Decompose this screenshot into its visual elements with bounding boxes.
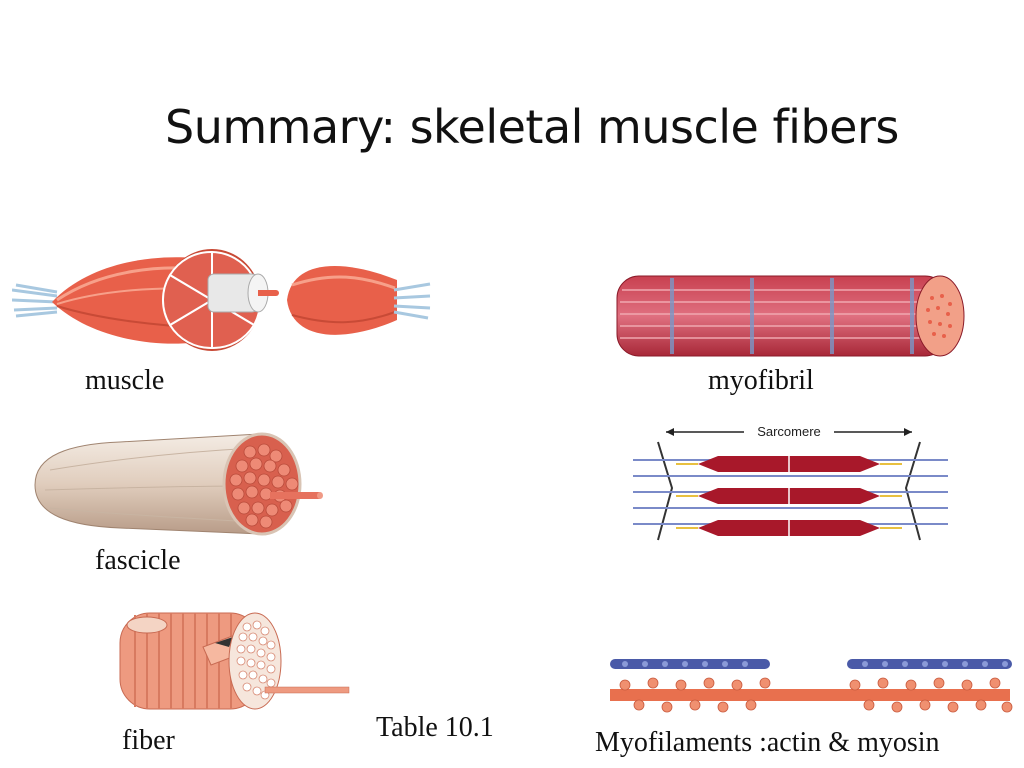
myofibril-illustration	[616, 275, 965, 357]
sarcomere-text: Sarcomere	[757, 424, 821, 439]
myofilaments-label: Myofilaments :actin & myosin	[595, 727, 940, 758]
slide-title: Summary: skeletal muscle fibers	[165, 100, 899, 154]
table-reference: Table 10.1	[376, 712, 494, 743]
muscle-illustration	[12, 249, 431, 351]
fascicle-label: fascicle	[95, 545, 181, 576]
fiber-illustration	[119, 612, 350, 710]
fascicle-illustration	[34, 432, 323, 536]
fiber-label: fiber	[122, 725, 175, 756]
muscle-label: muscle	[85, 365, 165, 396]
sarcomere-illustration: Sarcomere	[633, 424, 948, 541]
myofibril-label: myofibril	[708, 365, 814, 396]
myofilaments-illustration	[610, 659, 1013, 713]
